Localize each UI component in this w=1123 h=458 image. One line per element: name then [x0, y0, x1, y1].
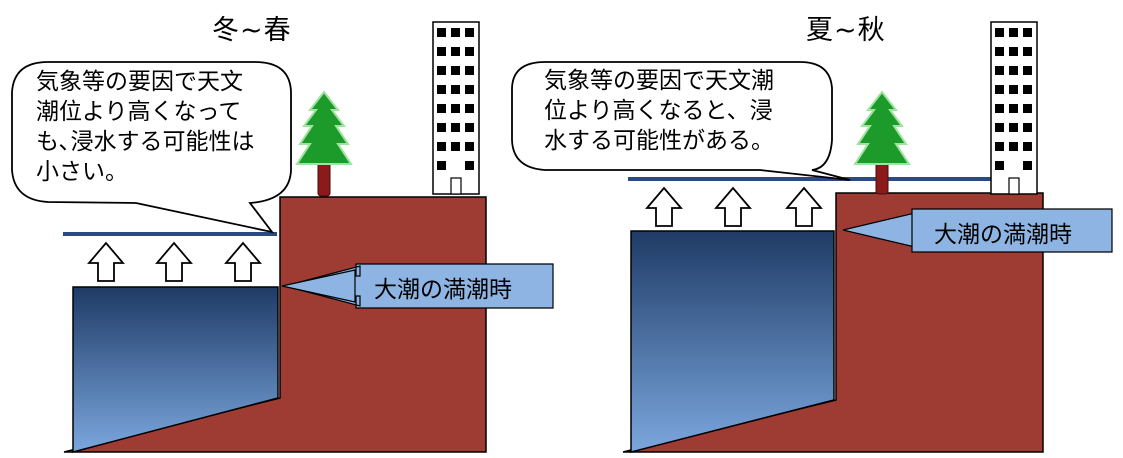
panel-winter-spring [11, 21, 554, 453]
building-window [995, 66, 1004, 75]
building-window [1009, 47, 1018, 56]
up-arrow-icon [224, 241, 262, 282]
building-window [1023, 85, 1032, 94]
building-window [465, 47, 474, 56]
building-window [1023, 66, 1032, 75]
up-arrow-icon [645, 186, 683, 227]
building-window [451, 47, 460, 56]
building-window [465, 28, 474, 37]
building-window [995, 123, 1004, 132]
building-window [1009, 28, 1018, 37]
building-window [1023, 161, 1032, 170]
up-arrow-icon [714, 186, 752, 227]
building-window [1009, 123, 1018, 132]
left-arrow-icon [911, 208, 1113, 253]
bubble-text-summer-autumn: 気象等の要因で天文潮 位より高くなると、浸 水する可能性がある。 [544, 68, 774, 154]
building-window [451, 28, 460, 37]
season-title-summer-autumn: 夏~秋 [806, 15, 886, 46]
building-door [450, 177, 462, 195]
building-window [451, 66, 460, 75]
tree-icon [295, 90, 353, 197]
land-block [63, 196, 487, 453]
panel-summer-autumn [511, 21, 1113, 453]
building-window [437, 142, 446, 151]
building-window [995, 28, 1004, 37]
building-window [437, 161, 446, 170]
building-window [1023, 28, 1032, 37]
building-window [437, 104, 446, 113]
building-window [465, 66, 474, 75]
building-window [1009, 85, 1018, 94]
up-arrow-icon [785, 186, 823, 227]
building-icon [990, 21, 1038, 195]
building-door [1008, 177, 1020, 195]
building-window [465, 123, 474, 132]
building-window [451, 142, 460, 151]
building-window [995, 85, 1004, 94]
building-window [465, 142, 474, 151]
up-arrow-icon [87, 241, 125, 282]
building-window [1009, 104, 1018, 113]
callout-label-summer-autumn: 大潮の満潮時 [934, 222, 1072, 248]
building-window [465, 85, 474, 94]
building-window [1023, 142, 1032, 151]
speech-bubble [11, 61, 292, 234]
building-window [995, 47, 1004, 56]
callout-pointer [281, 269, 356, 303]
building-window [437, 66, 446, 75]
water-body [630, 230, 835, 453]
building-window [437, 123, 446, 132]
building-window [1023, 123, 1032, 132]
bubble-text-winter-spring: 気象等の要因で天文 潮位より高くなって も､浸水する可能性は 小さい。 [36, 69, 255, 185]
season-title-winter-spring: 冬~春 [212, 15, 292, 46]
tree-icon [853, 90, 911, 195]
building-window [995, 142, 1004, 151]
building-window [437, 28, 446, 37]
building-window [451, 123, 460, 132]
building-window [451, 104, 460, 113]
building-window [995, 104, 1004, 113]
building-window [1009, 142, 1018, 151]
water-body [72, 286, 279, 453]
building-icon [432, 21, 480, 195]
up-arrow-icon [155, 241, 193, 282]
building-window [437, 47, 446, 56]
building-window [1023, 47, 1032, 56]
speech-bubble [511, 61, 851, 181]
building-window [437, 85, 446, 94]
building-window [451, 85, 460, 94]
building-window [1009, 66, 1018, 75]
building-window [465, 161, 474, 170]
callout-label-winter-spring: 大潮の満潮時 [374, 277, 512, 303]
building-window [1023, 104, 1032, 113]
building-window [465, 104, 474, 113]
building-window [995, 161, 1004, 170]
